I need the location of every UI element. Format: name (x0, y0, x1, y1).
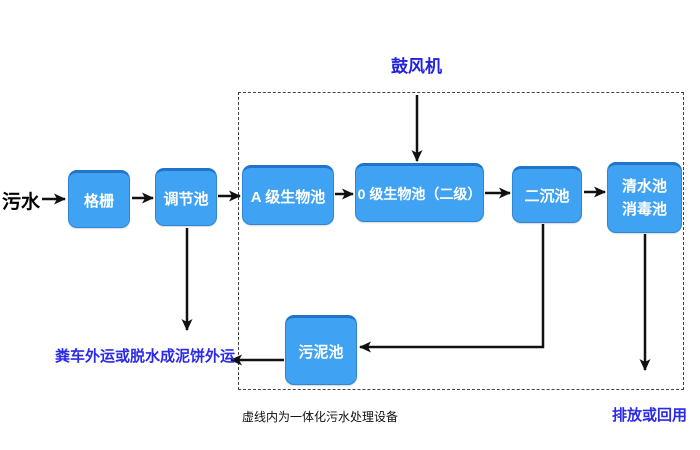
box-sludge-label: 污泥池 (298, 343, 344, 361)
box-grid-label: 格栅 (83, 192, 114, 210)
box-a-bio-label: A 级生物池 (250, 188, 326, 206)
influent-label: 污水 (2, 192, 41, 213)
box-grid-screen: 格栅 (68, 170, 130, 228)
box-o-bio-label: 0 级生物池（二级） (357, 185, 482, 202)
box-clear-water-label-line2: 消毒池 (621, 200, 667, 218)
box-clear-water-label-line1: 清水池 (621, 178, 667, 195)
box-a-grade-bio-tank: A 级生物池 (242, 165, 334, 225)
sludge-disposal-label: 粪车外运或脱水成泥饼外运 (55, 348, 236, 365)
box-o-grade-bio-tank: 0 级生物池（二级） (355, 163, 484, 222)
box-secondary-sedimentation-tank: 二沉池 (512, 166, 582, 223)
box-clear-water-disinfection-tank: 清水池 消毒池 (607, 162, 682, 233)
integrated-equipment-boundary (238, 92, 684, 390)
box-secondary-sed-label: 二沉池 (524, 188, 570, 205)
box-regulating-tank: 调节池 (155, 168, 217, 226)
blower-label: 鼓风机 (391, 57, 442, 76)
boundary-caption-label: 虚线内为一体化污水处理设备 (242, 410, 399, 424)
box-sludge-tank: 污泥池 (285, 315, 357, 385)
discharge-reuse-label: 排放或回用 (612, 407, 688, 424)
box-regulating-label: 调节池 (163, 190, 209, 208)
